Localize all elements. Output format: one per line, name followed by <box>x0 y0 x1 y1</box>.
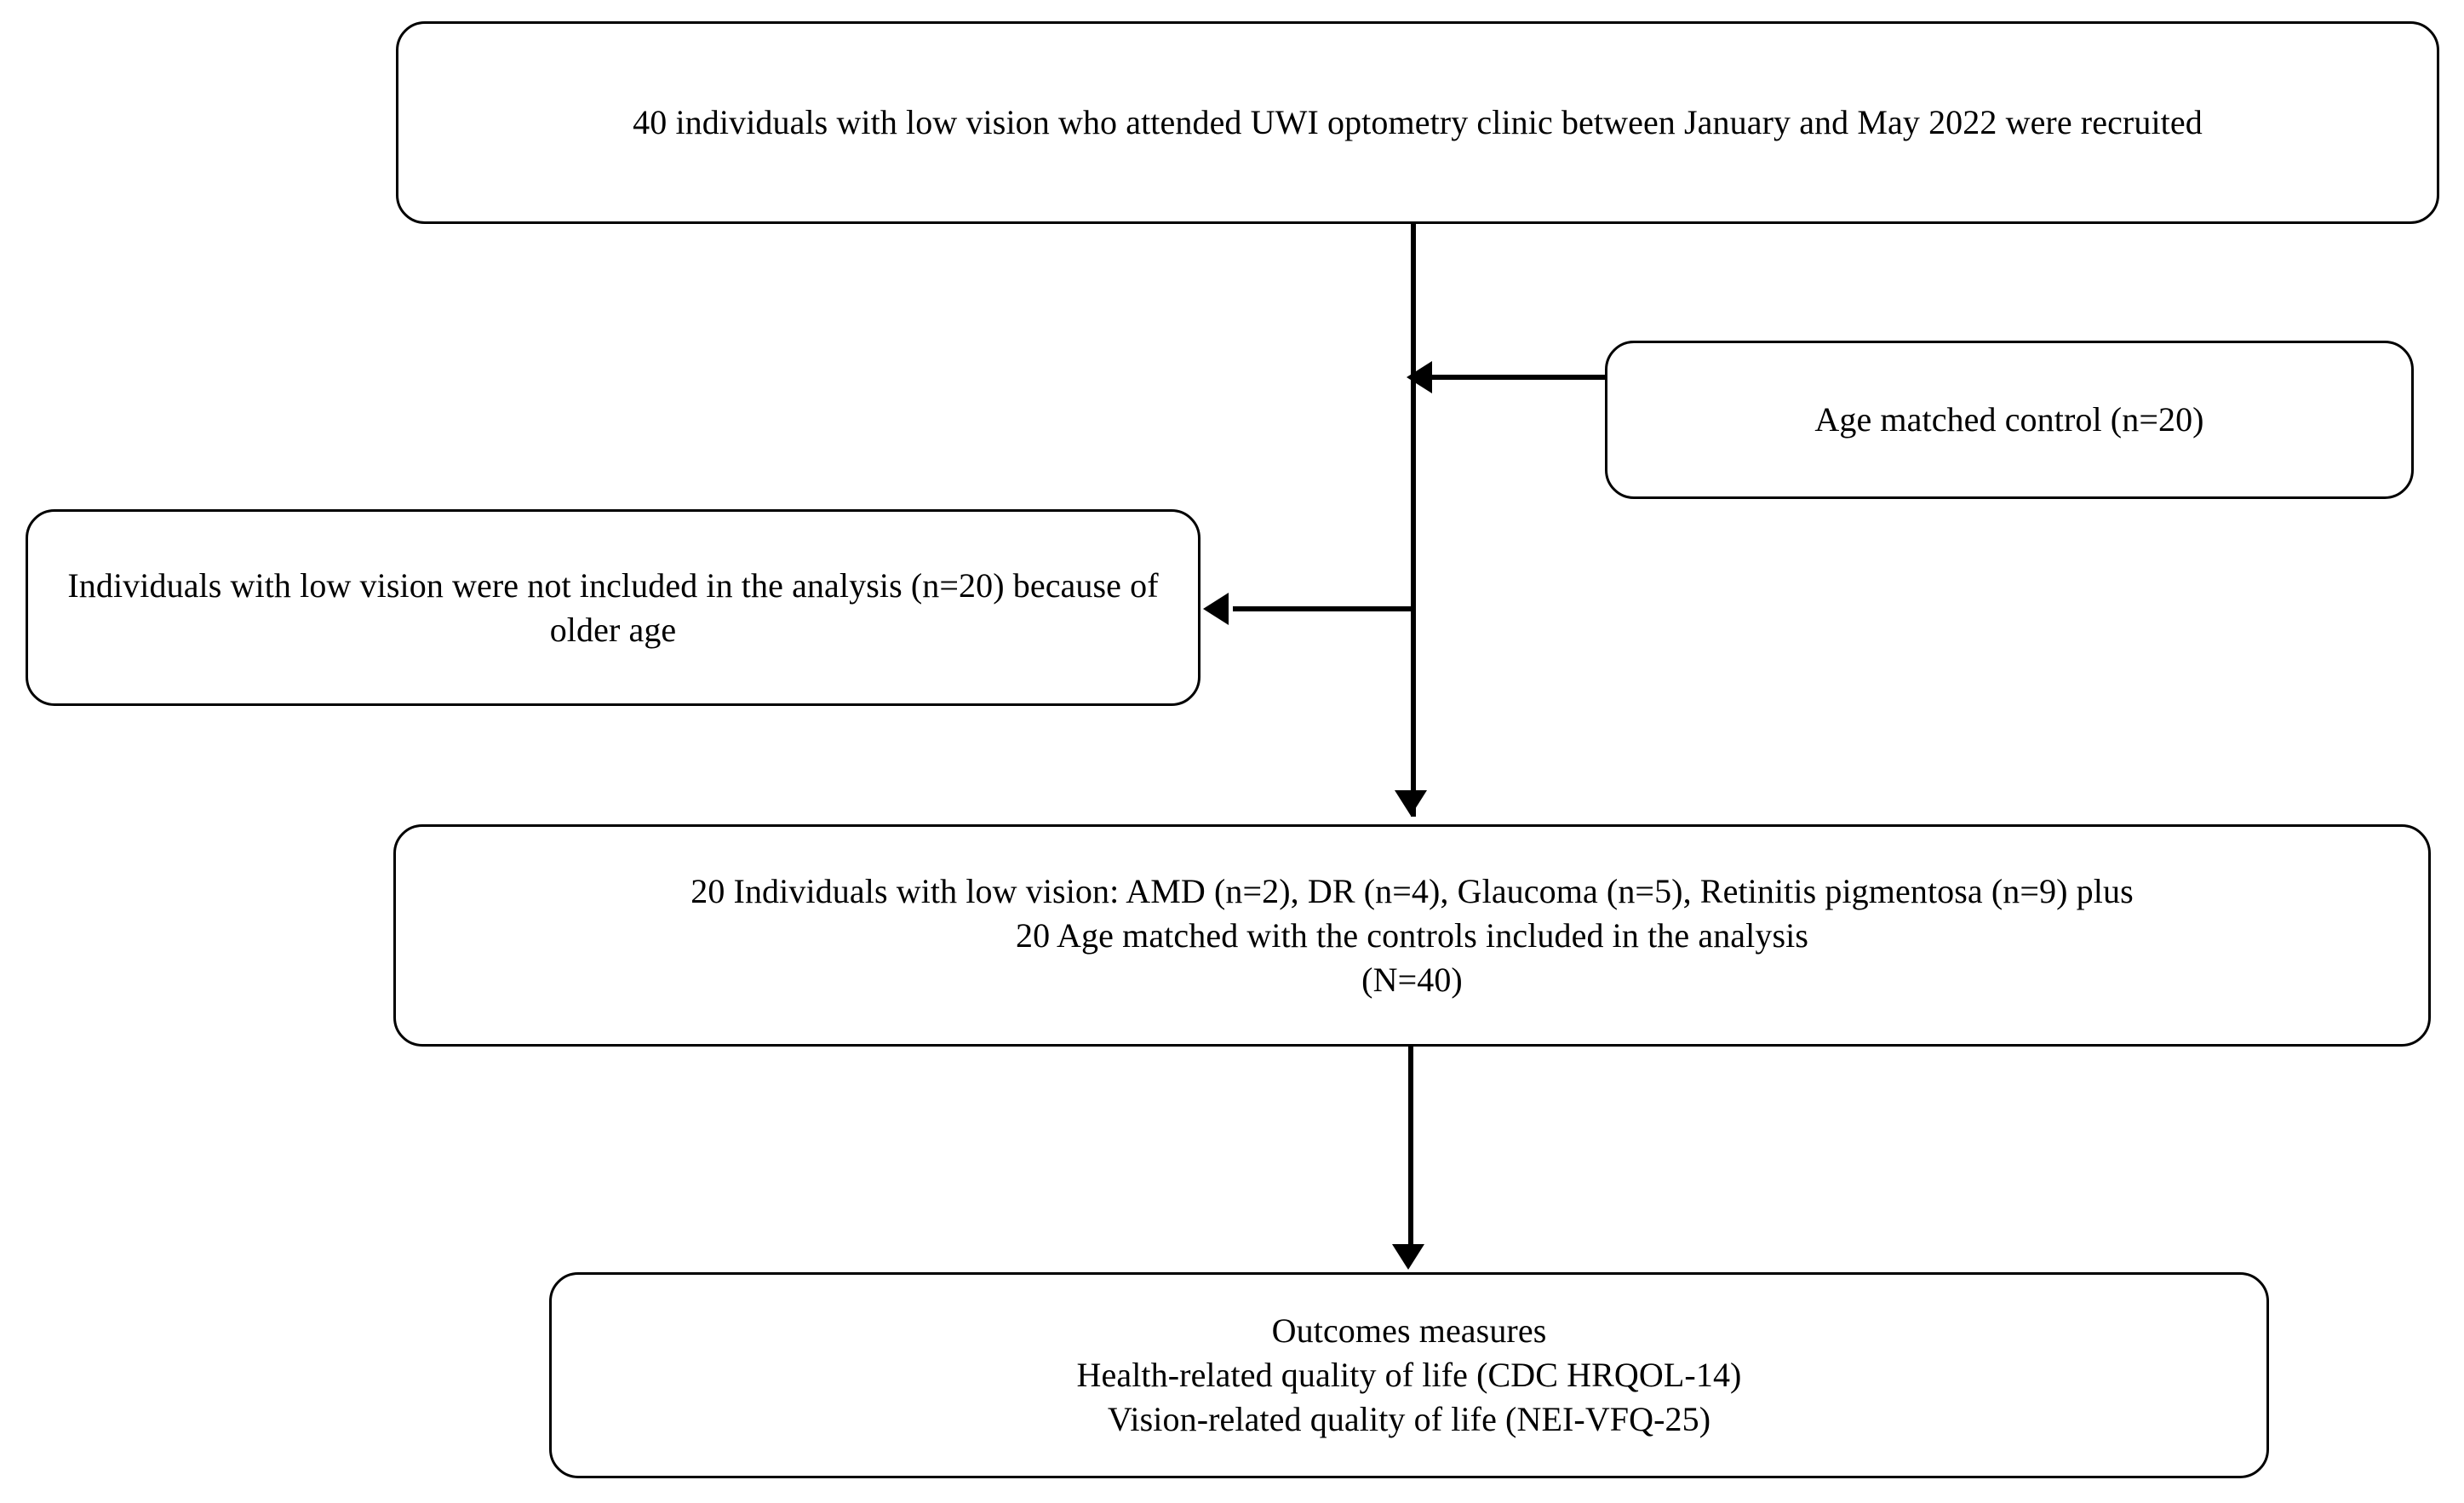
edge-recruited-to-analysis-line <box>1411 223 1416 817</box>
flow-node-recruited: 40 individuals with low vision who atten… <box>396 21 2439 224</box>
edge-recruited-to-analysis-arrowhead-icon <box>1395 790 1427 816</box>
edge-analysis-to-outcomes-line <box>1408 1046 1413 1248</box>
flow-node-outcomes: Outcomes measures Health-related quality… <box>549 1272 2269 1478</box>
flow-node-recruited-label: 40 individuals with low vision who atten… <box>633 103 2203 141</box>
edge-spine-to-excluded-arrowhead-icon <box>1203 593 1229 625</box>
edge-control-to-spine-line <box>1430 375 1607 380</box>
flow-node-analysis: 20 Individuals with low vision: AMD (n=2… <box>393 824 2431 1047</box>
edge-control-to-spine-arrowhead-icon <box>1407 361 1432 393</box>
flow-node-outcomes-label: Outcomes measures Health-related quality… <box>1076 1311 1742 1438</box>
flow-node-analysis-label: 20 Individuals with low vision: AMD (n=2… <box>690 871 2134 999</box>
flow-node-age-matched-control: Age matched control (n=20) <box>1605 341 2414 499</box>
flow-node-age-matched-control-label: Age matched control (n=20) <box>1814 400 2204 439</box>
flow-node-excluded: Individuals with low vision were not inc… <box>26 509 1200 706</box>
edge-analysis-to-outcomes-arrowhead-icon <box>1392 1244 1424 1270</box>
flow-node-excluded-label: Individuals with low vision were not inc… <box>67 565 1159 649</box>
edge-spine-to-excluded-line <box>1233 606 1416 611</box>
